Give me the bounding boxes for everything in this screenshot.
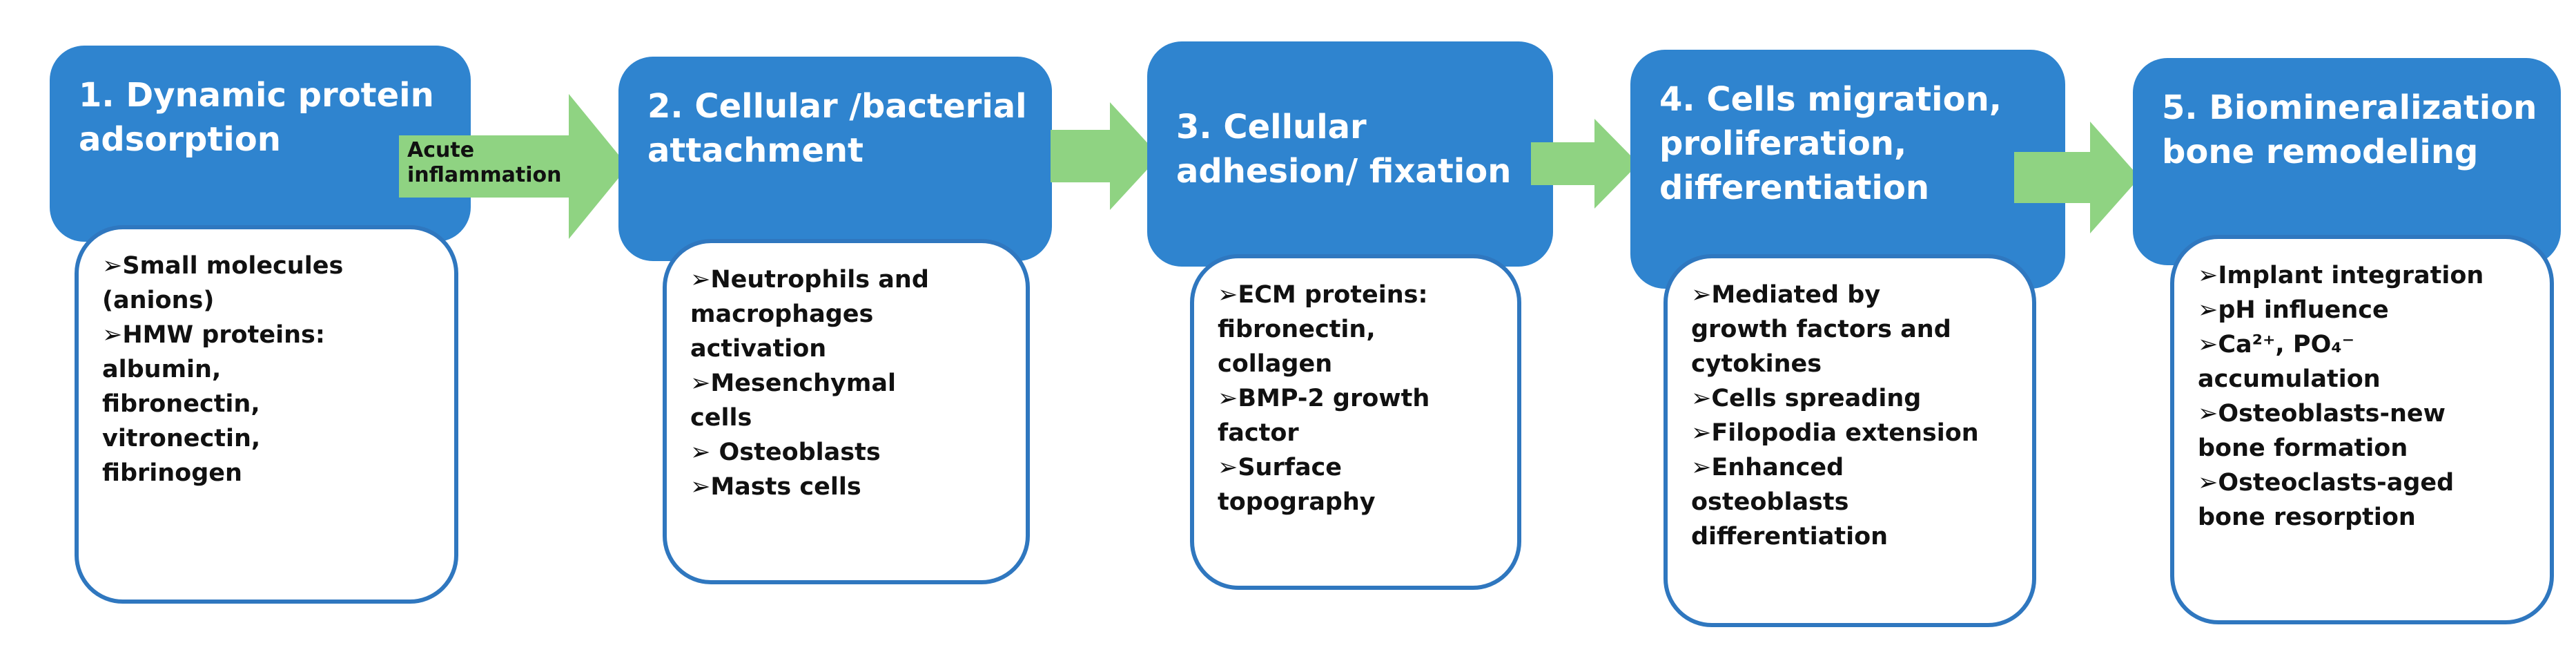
step-5-header: 5. Biomineralization bone remodeling [2133,58,2561,265]
step-5-item: ➢Ca²⁺, PO₄⁻ [2198,331,2355,358]
step-1-item: fibronectin, [102,390,260,418]
acute-inflammation-label-line-2: inflammation [407,163,562,187]
step-4-item: ➢Filopodia extension [1691,419,1979,447]
step-3-item: factor [1218,419,1299,447]
step-2-header: 2. Cellular /bacterial attachment [618,57,1052,261]
step-1-title-line-2: adsorption [79,120,281,159]
step-4-item: ➢Enhanced [1691,454,1844,481]
step-5-title-line-2: bone remodeling [2162,133,2479,171]
step-3-header: 3. Cellular adhesion/ fixation [1147,41,1553,267]
step-5-item: ➢Osteoclasts-aged [2198,469,2455,497]
step-5-item: accumulation [2198,365,2381,393]
step-2-title-line-1: 2. Cellular /bacterial [647,87,1027,126]
step-4-header: 4. Cells migration, proliferation, diffe… [1630,50,2065,289]
step-2-item: macrophages [690,300,874,328]
step-3-item: ➢BMP-2 growth [1218,385,1430,412]
acute-inflammation-label-line-1: Acute [407,138,475,162]
arrow-3 [1531,119,1639,209]
step-4-card: ➢Mediated by growth factors and cytokine… [1663,254,2036,627]
step-3-title-line-2: adhesion/ fixation [1176,152,1512,191]
step-4-item: growth factors and [1691,316,1951,343]
step-4-title-line-1: 4. Cells migration, [1659,80,2002,119]
arrow-4 [2014,122,2140,233]
step-1-title-line-1: 1. Dynamic protein [79,76,434,115]
step-3-item: collagen [1218,350,1333,378]
step-4-title-line-3: differentiation [1659,169,1929,207]
step-5-item: ➢Osteoblasts-new [2198,400,2446,428]
step-3-item: ➢ECM proteins: [1218,281,1428,309]
arrow-2 [1051,102,1160,210]
step-1-card: ➢Small molecules (anions) ➢HMW proteins:… [75,225,458,604]
step-4-item: osteoblasts [1691,488,1849,516]
step-4-item: cytokines [1691,350,1822,378]
step-3-item: fibronectin, [1218,316,1376,343]
step-1-item: fibrinogen [102,459,242,487]
step-1-item: ➢Small molecules [102,252,344,280]
step-4-item: ➢Mediated by [1691,281,1881,309]
step-5-item: bone formation [2198,434,2408,462]
step-5-card: ➢Implant integration ➢pH influence ➢Ca²⁺… [2170,235,2554,624]
step-3-title-line-1: 3. Cellular [1176,108,1367,146]
acute-inflammation-label: Acute inflammation [407,138,561,188]
step-4-item: differentiation [1691,523,1889,550]
step-5-title-line-1: 5. Biomineralization [2162,88,2537,127]
step-5-item: bone resorption [2198,504,2416,531]
step-2-item: ➢Mesenchymal [690,370,896,397]
step-2-item: activation [690,335,827,363]
step-1-item: (anions) [102,287,215,314]
step-5-item: ➢pH influence [2198,296,2389,324]
step-2-item: ➢Neutrophils and [690,266,929,294]
step-4-item: ➢Cells spreading [1691,385,1922,412]
step-2-card: ➢Neutrophils and macrophages activation … [663,239,1030,584]
step-3-card: ➢ECM proteins: fibronectin, collagen ➢BM… [1190,254,1521,590]
step-3-item: topography [1218,488,1376,516]
step-4-title-line-2: proliferation, [1659,124,1907,163]
step-2-title-line-2: attachment [647,131,863,170]
step-5-item: ➢Implant integration [2198,262,2484,289]
step-1-item: vitronectin, [102,425,261,452]
step-3-item: ➢Surface [1218,454,1343,481]
step-1-item: ➢HMW proteins: [102,321,325,349]
step-1-item: albumin, [102,356,222,383]
step-2-item: cells [690,404,752,432]
step-2-item: ➢ Osteoblasts [690,439,881,466]
step-2-item: ➢Masts cells [690,473,861,501]
arrow-1 [399,94,628,239]
